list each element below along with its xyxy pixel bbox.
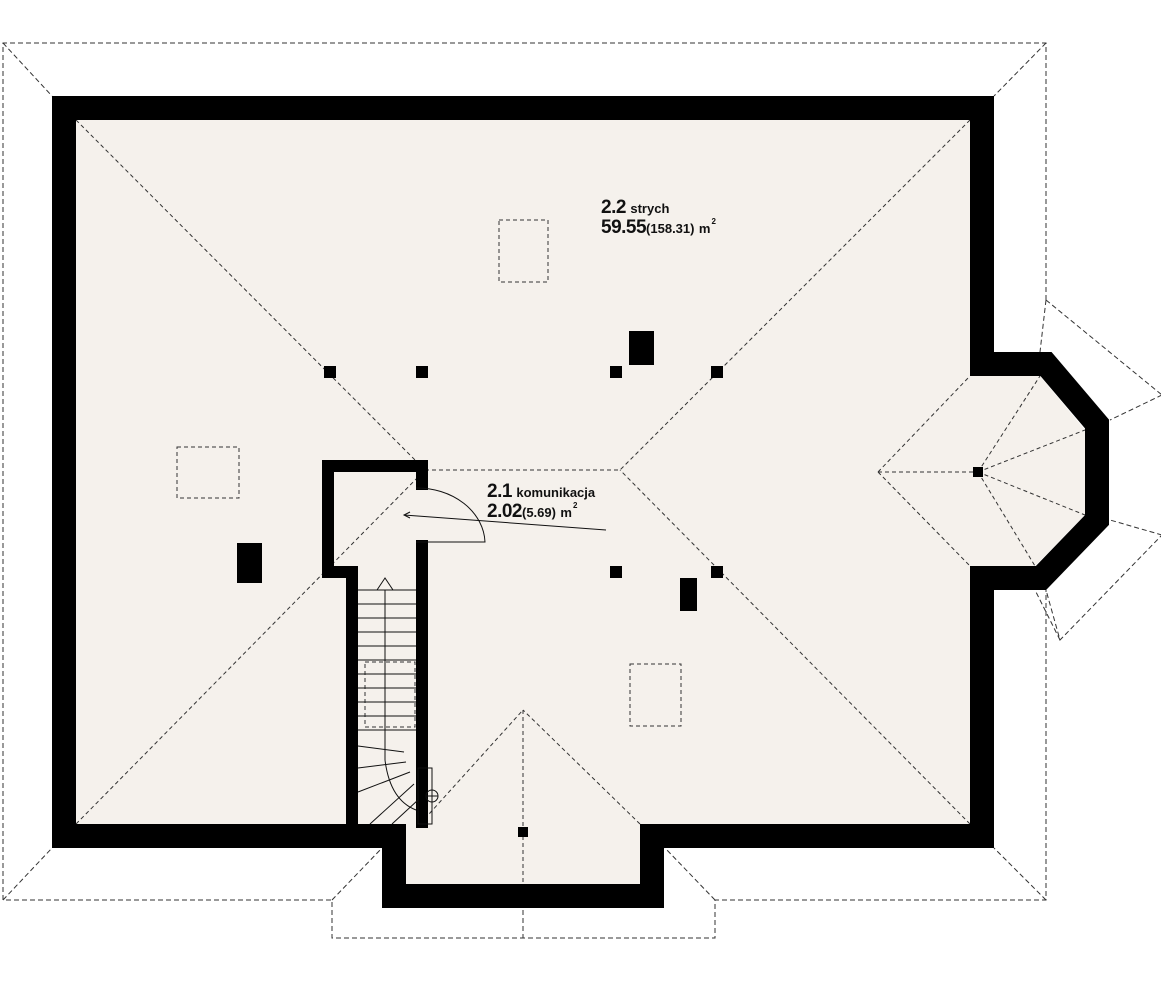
- area-unit-power: 2: [711, 217, 716, 226]
- posts: [237, 331, 983, 837]
- floor-area: [76, 120, 1085, 884]
- post: [518, 827, 528, 837]
- roof-outline: [2, 42, 1161, 939]
- post: [610, 366, 622, 378]
- chimney: [237, 543, 262, 583]
- room-total-area: (158.31): [646, 221, 695, 236]
- post: [973, 467, 983, 477]
- room-label-attic: 2.2 strych 59.55(158.31) m2: [601, 197, 716, 239]
- ridge-lines: [75, 119, 1086, 884]
- skylight: [498, 219, 549, 283]
- post: [711, 366, 723, 378]
- chimney: [629, 331, 654, 365]
- skylight: [176, 446, 240, 499]
- skylight: [364, 661, 416, 728]
- post: [324, 366, 336, 378]
- room-total-area: (5.69): [521, 505, 556, 520]
- stair-walls: [322, 460, 428, 828]
- room-number: 2.2: [601, 197, 626, 218]
- room-number: 2.1: [487, 481, 512, 502]
- room-area: 59.55: [601, 217, 647, 238]
- area-unit-power: 2: [572, 501, 578, 510]
- room-area: 2.02: [487, 501, 522, 522]
- chimney: [680, 578, 697, 611]
- area-unit: m: [698, 221, 711, 236]
- room-name: komunikacja: [516, 485, 596, 500]
- post: [416, 366, 428, 378]
- post: [610, 566, 622, 578]
- attic-floor: [76, 120, 1085, 884]
- area-unit: m: [560, 505, 572, 520]
- staircase: [357, 577, 439, 825]
- skylights: [176, 219, 682, 728]
- room-label-hall: 2.1 komunikacja 2.02(5.69) m2: [487, 481, 595, 523]
- room-name: strych: [630, 201, 670, 216]
- door-swing: [402, 487, 607, 543]
- exterior-walls: [52, 96, 1109, 908]
- post: [711, 566, 723, 578]
